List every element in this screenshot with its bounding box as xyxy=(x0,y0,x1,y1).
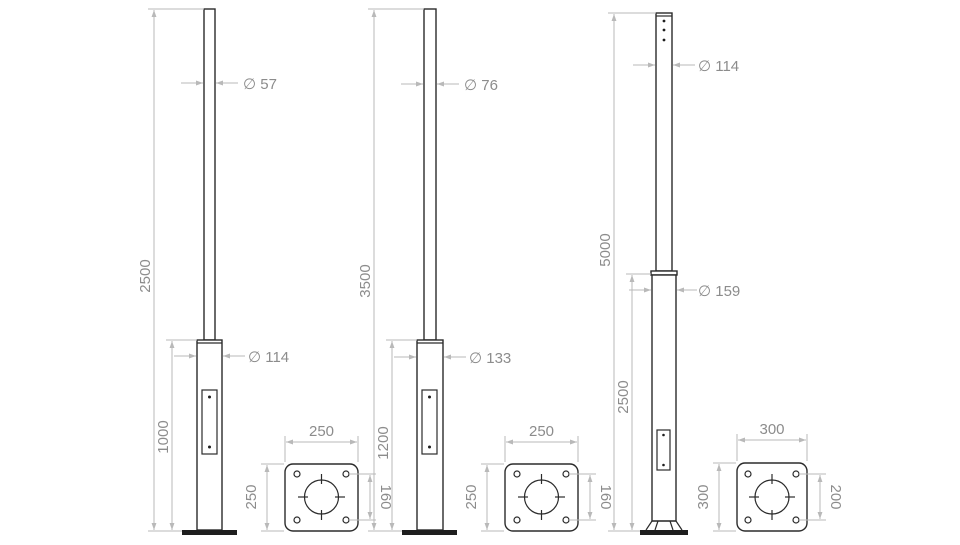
pole-1: 2500 1000 ∅ 57 ∅ 114 xyxy=(137,8,289,535)
pole-2-top-diameter-label: ∅ 76 xyxy=(464,77,498,94)
pole-2-base-plate xyxy=(402,530,457,535)
pole-1-service-door xyxy=(201,389,218,455)
flange-1-hole-spacing-label: 160 xyxy=(377,484,394,509)
pole-3-upper-tube xyxy=(655,12,673,272)
pole-3-base-height-label: 2500 xyxy=(615,380,632,413)
pole-1-base-plate xyxy=(182,530,237,535)
pole-3-service-door xyxy=(656,429,671,471)
pole-1-base-height-label: 1000 xyxy=(155,420,172,453)
flange-3-hole-spacing-label: 200 xyxy=(827,484,844,509)
pole-2-base-height-label: 1200 xyxy=(375,426,392,459)
pole-1-upper-tube xyxy=(203,8,216,341)
flange-2: 250 250 160 xyxy=(463,423,614,532)
flange-3-width-label: 300 xyxy=(759,421,784,438)
flange-2-hole-spacing-label: 160 xyxy=(597,484,614,509)
pole-2: 3500 1200 ∅ 76 ∅ 133 xyxy=(357,8,511,535)
pole-3-gussets xyxy=(645,520,683,531)
flange-3-plate xyxy=(736,462,808,532)
pole-2-bottom-diameter-label: ∅ 133 xyxy=(469,350,511,367)
pole-2-upper-tube xyxy=(423,8,437,341)
pole-2-height-label: 3500 xyxy=(357,264,374,297)
flange-1-height-label: 250 xyxy=(243,484,260,509)
flange-1-width-label: 250 xyxy=(309,423,334,440)
flange-2-plate xyxy=(504,463,579,532)
flange-1-plate xyxy=(284,463,359,532)
pole-3-top-diameter-label: ∅ 114 xyxy=(698,58,739,75)
flange-3-height-label: 300 xyxy=(695,484,712,509)
pole-3-lower-tube xyxy=(651,274,677,522)
pole-1-bottom-diameter-label: ∅ 114 xyxy=(248,349,289,366)
pole-3-height-label: 5000 xyxy=(597,233,614,266)
pole-2-lower-tube xyxy=(416,339,444,531)
pole-3-bottom-diameter-label: ∅ 159 xyxy=(698,283,740,300)
pole-3: 5000 2500 ∅ 114 ∅ 159 xyxy=(597,12,740,535)
flange-1: 250 250 160 xyxy=(243,423,394,532)
flange-3: 300 300 200 xyxy=(695,421,844,532)
pole-1-height-label: 2500 xyxy=(137,259,154,292)
pole-1-top-diameter-label: ∅ 57 xyxy=(243,76,277,93)
flange-2-width-label: 250 xyxy=(529,423,554,440)
pole-1-lower-tube xyxy=(196,339,223,531)
flange-2-height-label: 250 xyxy=(463,484,480,509)
pole-3-base-plate xyxy=(640,530,688,535)
pole-2-service-door xyxy=(421,389,438,455)
